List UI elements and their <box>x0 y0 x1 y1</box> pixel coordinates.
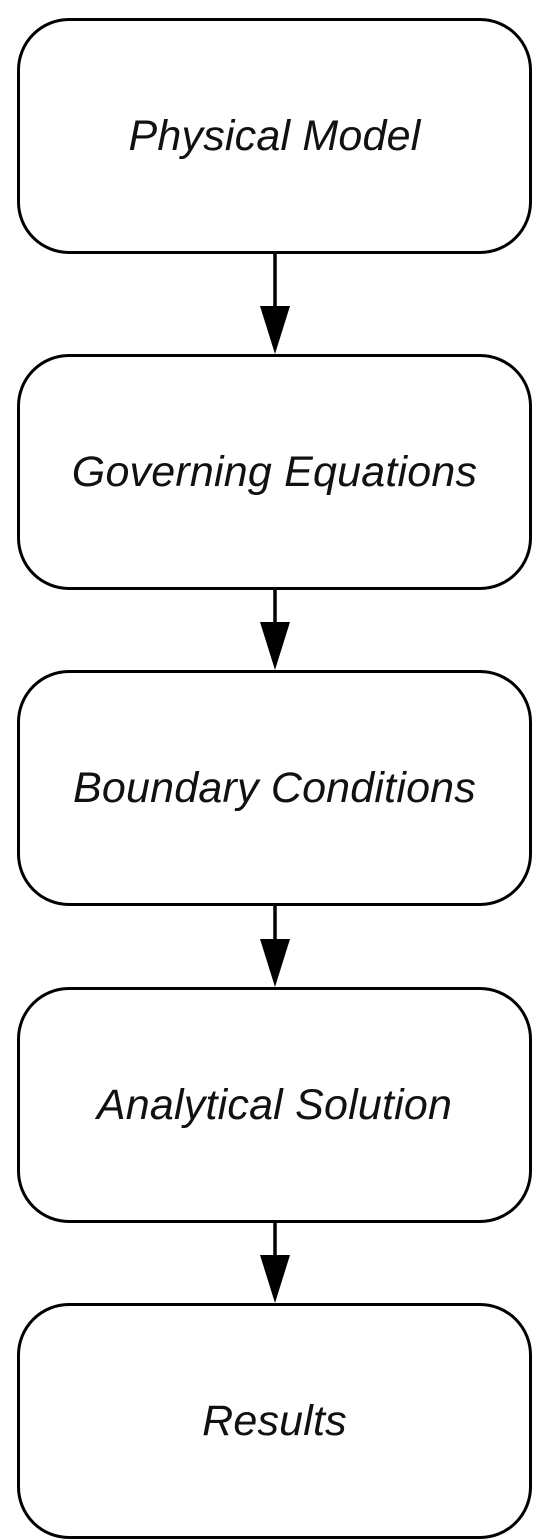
step-label: Physical Model <box>128 111 421 160</box>
step-results: Results <box>17 1303 532 1539</box>
flow-arrow <box>259 254 291 354</box>
step-boundary-conditions: Boundary Conditions <box>17 670 532 906</box>
step-label: Governing Equations <box>71 447 478 496</box>
flow-arrow <box>259 590 291 670</box>
step-physical-model: Physical Model <box>17 18 532 254</box>
step-analytical-solution: Analytical Solution <box>17 987 532 1223</box>
flow-arrow <box>259 1223 291 1303</box>
step-label: Results <box>202 1396 347 1445</box>
step-label: Analytical Solution <box>96 1080 453 1129</box>
step-label: Boundary Conditions <box>73 763 476 812</box>
step-governing-equations: Governing Equations <box>17 354 532 590</box>
flow-arrow <box>259 906 291 987</box>
